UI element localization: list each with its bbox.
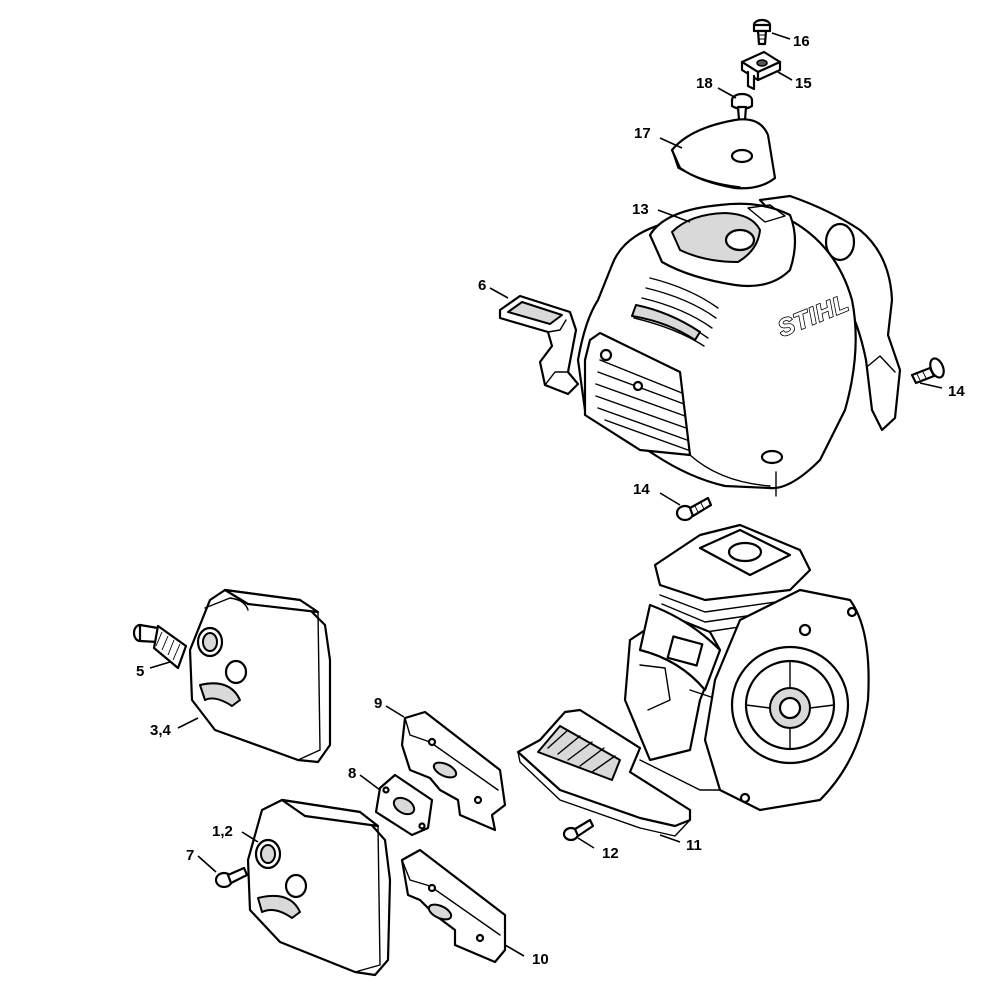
callout-17: 17 [634,125,651,142]
callout-3-4: 3,4 [150,722,172,739]
engine-cover-13-part: STIHL [576,194,902,497]
callout-18: 18 [696,75,713,92]
callout-12: 12 [602,845,619,862]
screw-7-part [214,866,249,889]
screw-16-part [752,18,772,46]
callout-14-lower: 14 [633,481,650,498]
callout-5: 5 [136,663,144,680]
spark-screen-5-part [132,623,188,670]
muffler-1-2-part [246,798,392,977]
muffler-3-4-part [188,588,332,764]
screw-14-lower-part [675,496,713,522]
callout-9: 9 [374,695,382,712]
cover-vent-grille [631,277,719,347]
top-cap-17-part [670,118,777,190]
heat-shield-9-part [400,710,507,832]
heat-shield-10-part [400,848,507,964]
callout-7: 7 [186,847,194,864]
leader-lines [149,32,943,957]
callout-16: 16 [793,33,810,50]
engine-block-part [623,523,870,812]
callout-1-2: 1,2 [212,823,233,840]
screw-14-right-part [910,357,945,385]
callout-11: 11 [686,837,702,854]
cover-side-grille [583,331,692,457]
callout-14-right: 14 [948,383,965,400]
bracket-6-part [498,294,580,396]
callout-13: 13 [632,201,649,218]
gasket-8-part [374,773,434,837]
callout-15: 15 [795,75,812,92]
screw-12-part [562,818,595,842]
callout-6: 6 [478,277,486,294]
callout-10: 10 [532,951,549,968]
clip-15-part [740,50,782,91]
lower-guard-11-part [516,708,692,837]
callout-8: 8 [348,765,356,782]
callout-labels: 16 15 18 17 13 6 14 14 5 3,4 9 8 12 11 1… [136,33,965,968]
